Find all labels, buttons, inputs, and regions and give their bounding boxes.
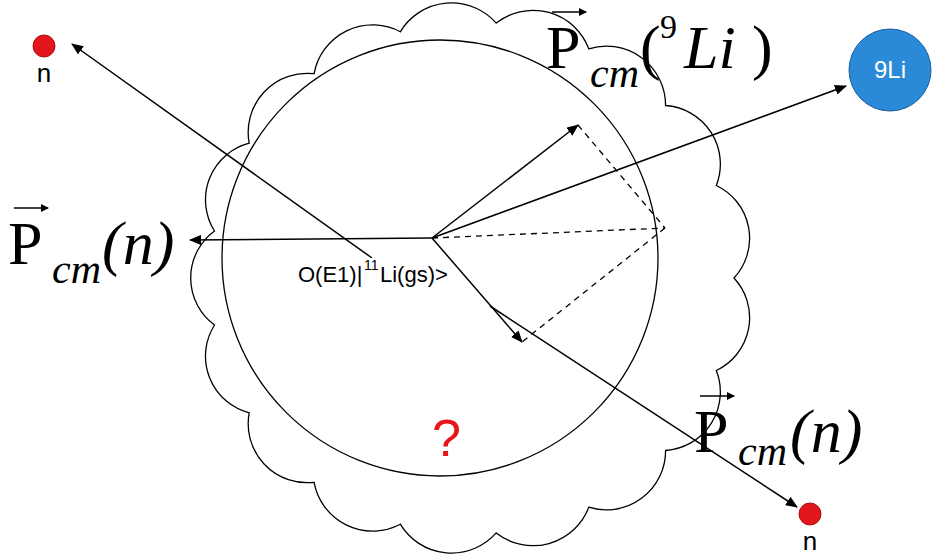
momentum-arrow [190, 238, 432, 240]
vector-arrow [552, 11, 586, 13]
particle-label: n [778, 528, 842, 554]
mass-number: 9 [660, 10, 677, 44]
bracket: ) [752, 16, 773, 78]
subscript: cm [52, 248, 101, 290]
component-arrow [432, 238, 522, 342]
neutron-symbol [32, 34, 56, 58]
nucleus-circle [849, 29, 931, 111]
vector-arrow [700, 395, 734, 397]
neutron-arrow [490, 306, 797, 507]
dashed-line [578, 125, 665, 228]
momentum-symbol: P [8, 212, 42, 274]
li9-arrow [432, 86, 846, 238]
operator-text: Li(gs)> [380, 264, 448, 286]
cloud-outline [191, 3, 750, 553]
momentum-symbol: P [694, 400, 728, 462]
question-mark: ? [432, 412, 461, 464]
particle-label: (n) [102, 212, 174, 274]
mass-number: 11 [364, 258, 379, 272]
nucleus-name: Li [684, 16, 736, 78]
vector-arrow [14, 207, 48, 209]
subscript: cm [590, 52, 639, 94]
nucleus-circle [222, 40, 658, 476]
nucleus-ball: 9Li [848, 28, 932, 112]
neutron-circle [33, 35, 55, 57]
neutron-dot: n [798, 502, 822, 554]
component-arrow [432, 125, 578, 238]
particle-label: n [12, 60, 76, 86]
nucleus-label: 9Li [874, 58, 906, 82]
neutron-dot: n [32, 34, 56, 86]
momentum-symbol: P [546, 16, 580, 78]
particle-label: (n) [790, 400, 862, 462]
neutron-circle [799, 503, 821, 525]
bracket: ( [640, 16, 661, 78]
dashed-line [432, 228, 665, 238]
subscript: cm [738, 430, 787, 472]
neutron-symbol [798, 502, 822, 526]
dashed-line [522, 228, 665, 342]
operator-text: O(E1)| [298, 264, 362, 286]
